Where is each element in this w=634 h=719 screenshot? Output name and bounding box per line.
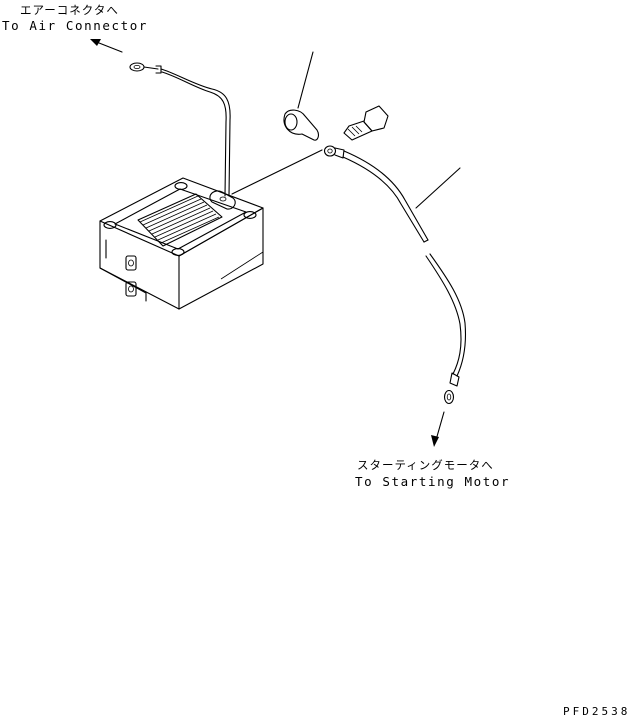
air-connector-label-en: To Air Connector (2, 18, 148, 33)
starting-motor-label-jp: スターティングモータへ (357, 458, 494, 472)
air-connector-arrow (90, 39, 123, 53)
side-stud-upper (125, 255, 137, 271)
intake-heater-block (99, 177, 264, 310)
starting-motor-cable (323, 145, 467, 405)
mounting-bolt (343, 105, 389, 141)
drawing-code: PFD2538 (563, 705, 630, 718)
heater-leader-line (231, 149, 323, 195)
starting-motor-label-en: To Starting Motor (355, 474, 510, 489)
air-connector-label-jp: エアーコネクタへ (20, 3, 119, 17)
air-connector-cable (129, 62, 231, 197)
starting-motor-arrow (431, 411, 445, 447)
terminal-cover (283, 51, 319, 141)
side-stud-lower (125, 281, 137, 297)
cable-leader-line (415, 167, 461, 209)
